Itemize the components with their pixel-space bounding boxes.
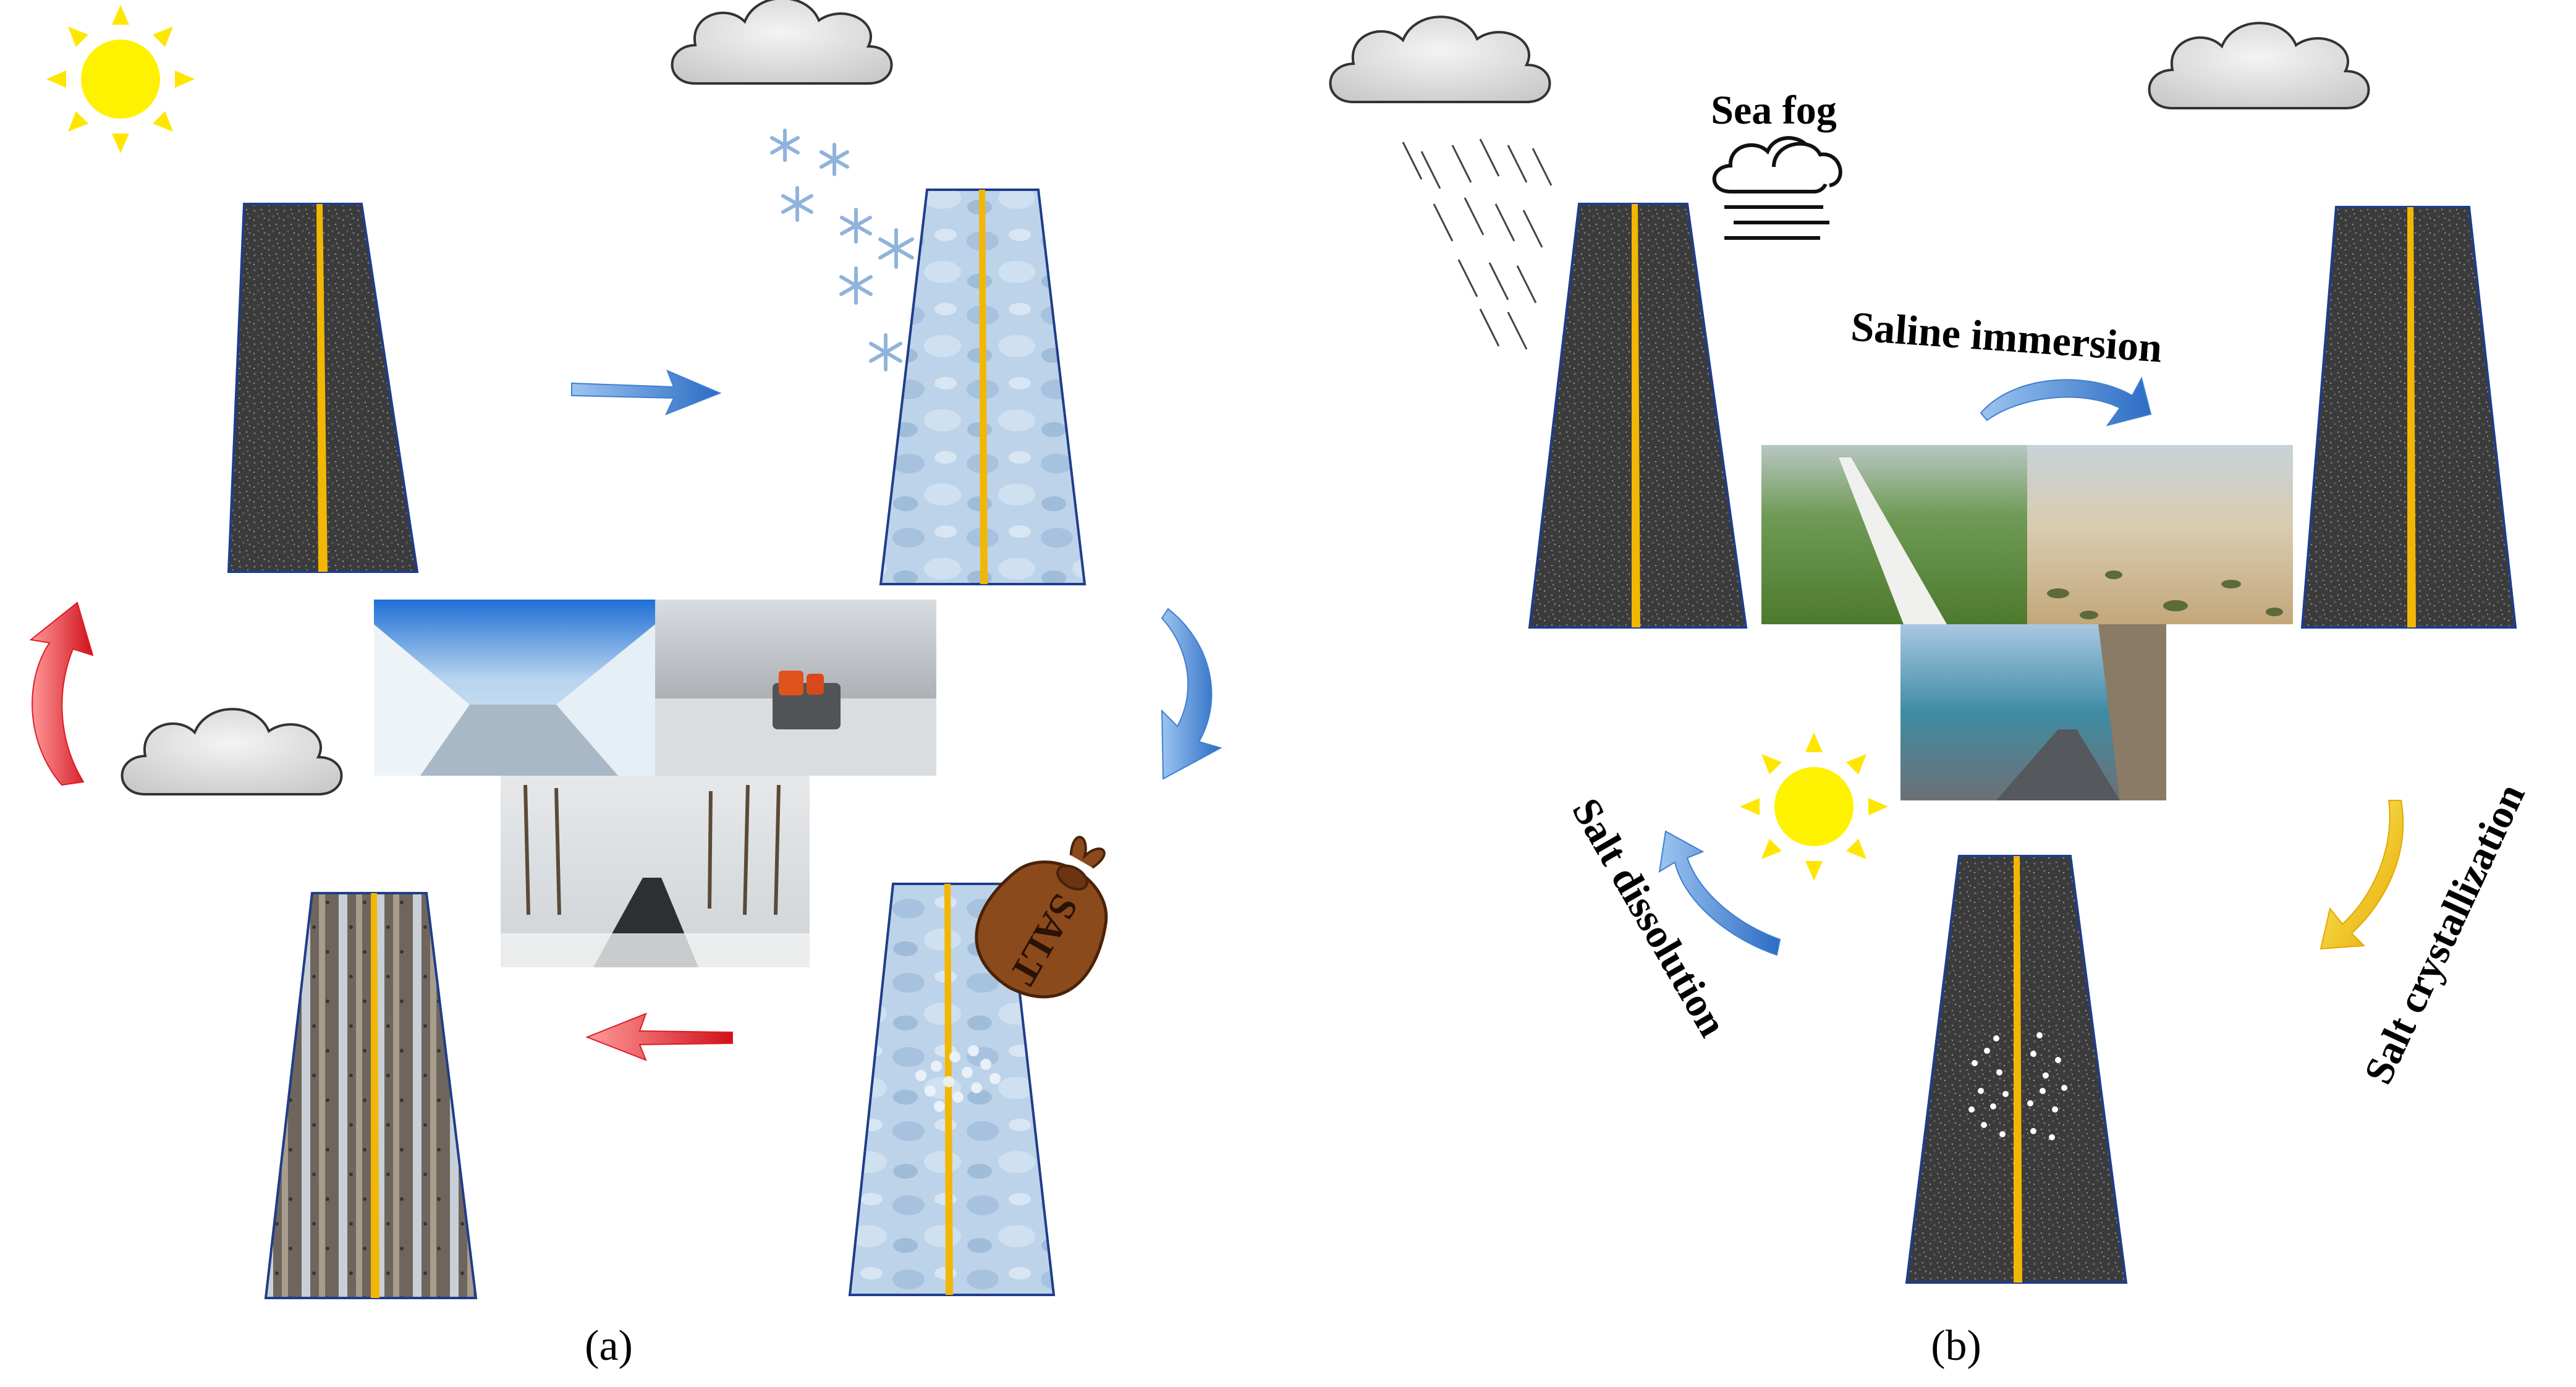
salt-dissolution-label: Salt dissolution xyxy=(1563,791,1735,1044)
photo-salt-spreading-truck xyxy=(655,600,936,776)
photo-salt-lake-causeway xyxy=(1761,445,2027,624)
road-wet xyxy=(1528,203,1748,629)
cloud-icon xyxy=(671,0,893,85)
road-icy-top xyxy=(879,189,1087,585)
cloud-icon-b xyxy=(2148,22,2370,109)
cloud-icon-small xyxy=(121,708,343,795)
saline-immersion-label: Saline immersion xyxy=(1849,303,2163,371)
photo-snowy-lane xyxy=(501,776,810,967)
photo-saline-desert xyxy=(2027,445,2293,624)
fog-icon xyxy=(1712,136,1842,240)
salt-bag-icon: SALT xyxy=(975,836,1108,999)
salt-crystallization-label: Salt crystallization xyxy=(2355,777,2534,1091)
road-slushy xyxy=(264,892,478,1299)
sea-fog-label: Sea fog xyxy=(1711,88,1836,133)
arrow-right-blue xyxy=(571,370,722,415)
arrow-salt-crystallization xyxy=(2320,800,2404,950)
panel-b: Sea fog Saline immersion xyxy=(1329,15,2534,1370)
panel-a-caption: (a) xyxy=(585,1322,633,1370)
road-icy-salted xyxy=(848,883,1056,1296)
arrow-up-red xyxy=(29,601,94,786)
rain-cloud-icon xyxy=(1329,15,1551,103)
photo-snowy-forest-road xyxy=(374,600,655,776)
road-saline xyxy=(2300,206,2517,629)
sun-icon xyxy=(46,5,195,153)
road-dry xyxy=(227,203,419,573)
sun-icon-b xyxy=(1740,732,1888,881)
arrow-down-blue xyxy=(1161,608,1222,780)
panel-b-caption: (b) xyxy=(1931,1322,1981,1370)
arrow-salt-dissolution xyxy=(1658,830,1781,956)
arrow-saline-immersion xyxy=(1980,376,2152,426)
road-salt-crystals xyxy=(1905,855,2128,1284)
panel-a: SALT xyxy=(29,0,1222,1370)
snowflake-icons xyxy=(770,129,914,371)
photo-coastal-road xyxy=(1900,624,2166,800)
rain-lines xyxy=(1402,138,1553,350)
arrow-left-red xyxy=(585,1012,733,1061)
